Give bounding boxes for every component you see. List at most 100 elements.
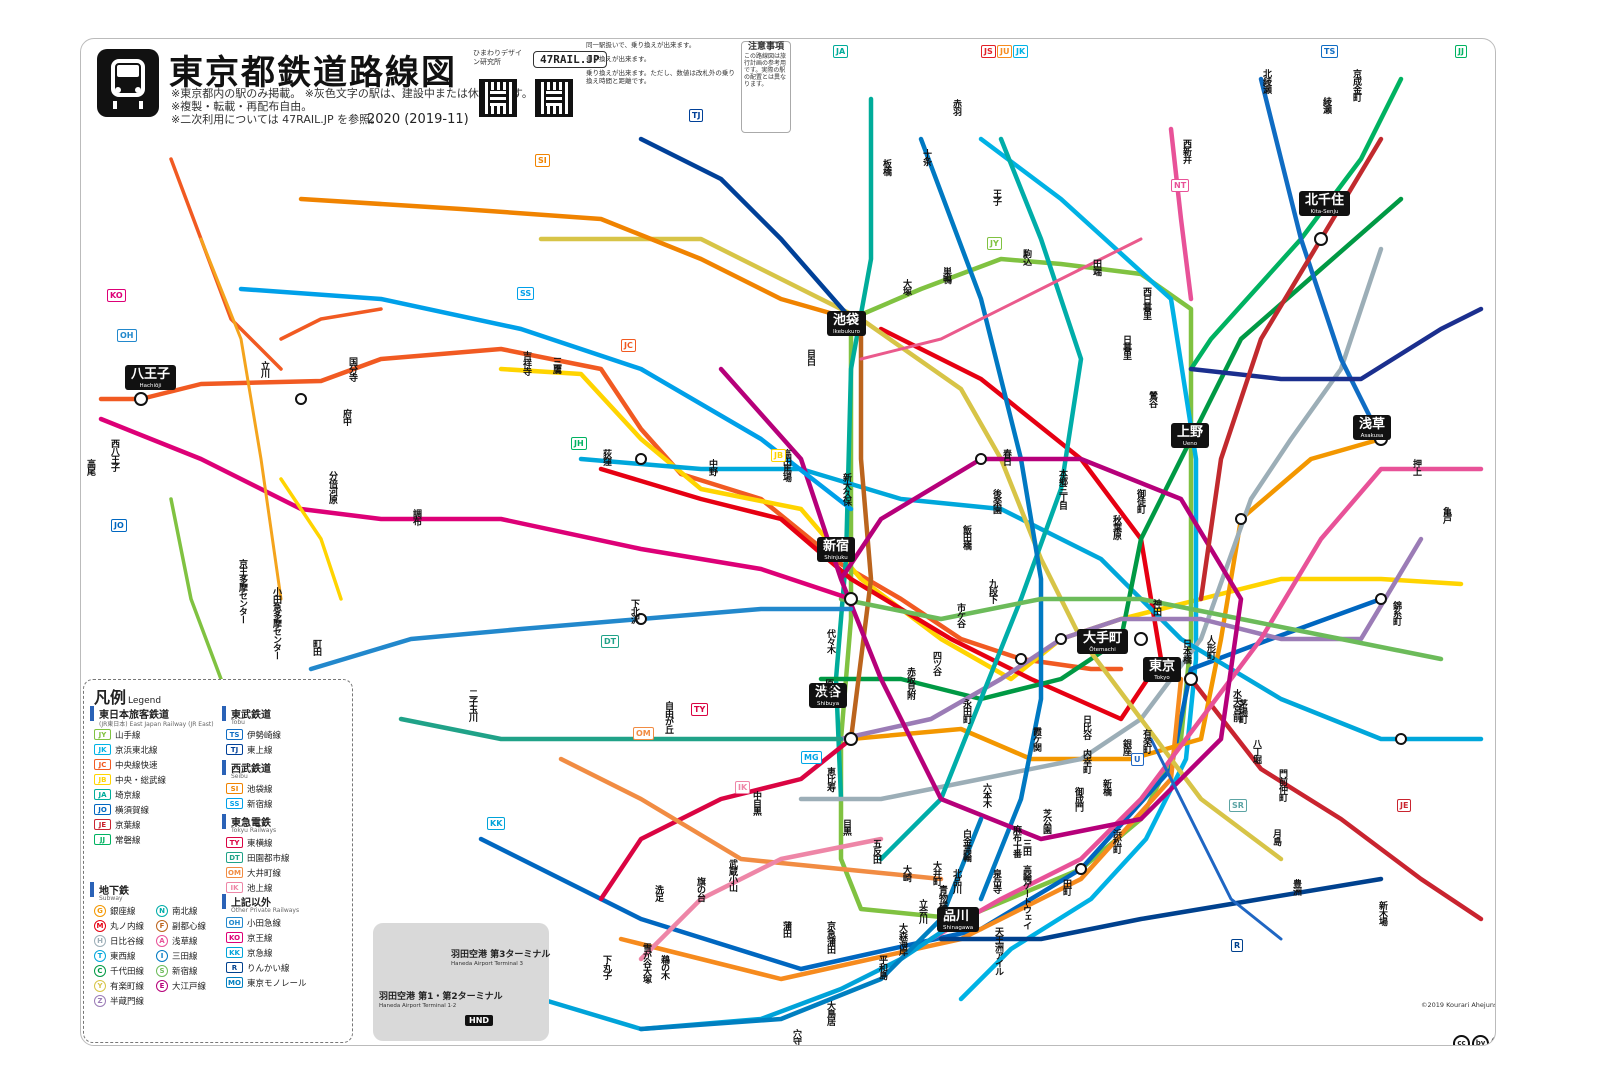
station-label[interactable]: 駒込	[1021, 249, 1031, 265]
station-label[interactable]: 御徒町	[1135, 489, 1145, 513]
line-code-badge[interactable]: JE	[1397, 799, 1412, 812]
line-code-badge[interactable]: JK	[1013, 45, 1029, 58]
station-label[interactable]: 下北沢	[629, 599, 639, 623]
qr-code-icon[interactable]	[535, 79, 573, 117]
station-label[interactable]: 浜松町	[1111, 829, 1121, 853]
line-code-badge[interactable]: SS	[517, 287, 535, 300]
station-label[interactable]: 亀戸	[1441, 507, 1451, 523]
station-label[interactable]: 代々木	[825, 629, 835, 653]
station-label[interactable]: 田町	[1061, 879, 1071, 895]
line-code-badge[interactable]: MG	[801, 751, 822, 764]
line-code-badge[interactable]: R	[1231, 939, 1244, 952]
station-label[interactable]: 泉岳寺	[991, 869, 1001, 893]
line-code-badge[interactable]: KO	[107, 289, 126, 302]
station-label[interactable]: 洗足	[653, 885, 663, 901]
station-label[interactable]: 巣鴨	[941, 267, 951, 283]
station-label[interactable]: 高輪ゲートウェイ	[1021, 865, 1031, 929]
station-label[interactable]: 鶯谷	[1147, 391, 1157, 407]
station-label[interactable]: 日暮里	[1121, 335, 1131, 359]
station-label[interactable]: 十条	[921, 149, 931, 165]
station-label[interactable]: 目白	[805, 349, 815, 365]
station-label[interactable]: 三田	[1021, 839, 1031, 855]
station-label[interactable]: 小田急多摩センター	[271, 587, 281, 659]
station-label[interactable]: 荻窪	[601, 449, 611, 465]
line-code-badge[interactable]: JA	[833, 45, 849, 58]
station-label[interactable]: 蒲田	[781, 921, 791, 937]
station-label[interactable]: 綾瀬	[1321, 97, 1331, 113]
station-label[interactable]: 田端	[1091, 259, 1101, 275]
station-label[interactable]: 水天宮前	[1231, 689, 1241, 721]
station-label[interactable]: 人形町	[1205, 635, 1215, 659]
station-label[interactable]: 豊洲	[1291, 879, 1301, 895]
station-label[interactable]: 大森海岸	[897, 923, 907, 955]
station-label[interactable]: 原宿	[823, 679, 833, 695]
station-label[interactable]: 鵜の木	[659, 955, 669, 979]
station-label[interactable]: 京急蒲田	[825, 921, 835, 953]
station-label[interactable]: 穴守稲荷	[791, 1029, 801, 1046]
line-code-badge[interactable]: TJ	[689, 109, 704, 122]
station-label[interactable]: 高田馬場	[781, 449, 791, 481]
station-label[interactable]: 新木場	[1377, 901, 1387, 925]
station-label[interactable]: 町田	[311, 639, 321, 655]
line-code-badge[interactable]: JU	[997, 45, 1013, 58]
station-label[interactable]: 錦糸町	[1391, 601, 1401, 625]
station-label[interactable]: 恵比寿	[825, 767, 835, 791]
cc-license-icon[interactable]: ccbyncsa	[1453, 1035, 1495, 1045]
line-code-badge[interactable]: NT	[1171, 179, 1190, 192]
station-label[interactable]: 有楽町	[1141, 729, 1151, 753]
station-label[interactable]: 九段下	[987, 579, 997, 603]
station-label[interactable]: 立川	[259, 361, 269, 377]
station-label[interactable]: 西日暮里	[1141, 287, 1151, 319]
station-label[interactable]: 五反田	[871, 839, 881, 863]
station-label[interactable]: 市ケ谷	[955, 603, 965, 627]
station-label[interactable]: 自由が丘	[663, 701, 673, 733]
station-label[interactable]: 中目黒	[751, 791, 761, 815]
airport-t12-label[interactable]: 羽田空港 第1・第2ターミナル	[379, 992, 503, 1002]
station-label[interactable]: 日比谷	[1081, 715, 1091, 739]
line-code-badge[interactable]: JH	[571, 437, 587, 450]
station-label[interactable]: 雪が谷大塚	[641, 943, 651, 983]
station-label[interactable]: 八丁堀	[1251, 739, 1261, 763]
station-label[interactable]: 北綾瀬	[1261, 69, 1271, 93]
station-label[interactable]: 高尾	[85, 459, 95, 475]
station-label[interactable]: 調布	[411, 509, 421, 525]
station-label[interactable]: 大鳥居	[825, 1001, 835, 1025]
line-code-badge[interactable]: JC	[621, 339, 636, 352]
station-label[interactable]: 赤羽	[951, 99, 961, 115]
line-code-badge[interactable]: JB	[771, 449, 787, 462]
station-label[interactable]: 王子	[991, 189, 1001, 205]
line-code-badge[interactable]: TS	[1321, 45, 1339, 58]
station-label[interactable]: 二子玉川	[467, 689, 477, 721]
station-label[interactable]: 大崎	[901, 865, 911, 881]
station-label[interactable]: 麻布十番	[1011, 825, 1021, 857]
station-label[interactable]: 茅場町	[1237, 699, 1247, 723]
line-code-badge[interactable]: KK	[487, 817, 506, 830]
station-label[interactable]: 四ツ谷	[931, 651, 941, 675]
station-label[interactable]: 北品川	[951, 869, 961, 893]
station-label[interactable]: 京王多摩センター	[237, 559, 247, 623]
station-label[interactable]: 春日	[1001, 449, 1011, 465]
station-label[interactable]: 銀座	[1121, 739, 1131, 755]
line-code-badge[interactable]: SI	[535, 154, 550, 167]
station-label[interactable]: 西八王子	[109, 439, 119, 471]
station-label[interactable]: 青物横丁	[937, 885, 947, 917]
station-label[interactable]: 板橋	[881, 159, 891, 175]
station-label[interactable]: 芝公園	[1041, 809, 1051, 833]
station-label[interactable]: 新大久保	[841, 473, 851, 505]
line-code-badge[interactable]: IK	[735, 781, 751, 794]
station-label[interactable]: 本郷三丁目	[1057, 469, 1067, 509]
station-label[interactable]: 押上	[1411, 459, 1421, 475]
station-label[interactable]: 分倍河原	[327, 471, 337, 503]
station-label[interactable]: 新橋	[1101, 779, 1111, 795]
station-label[interactable]: 府中	[341, 409, 351, 425]
station-label[interactable]: 武蔵小山	[727, 859, 737, 891]
station-label[interactable]: 西新井	[1181, 139, 1191, 163]
line-code-badge[interactable]: JJ	[1455, 45, 1467, 58]
